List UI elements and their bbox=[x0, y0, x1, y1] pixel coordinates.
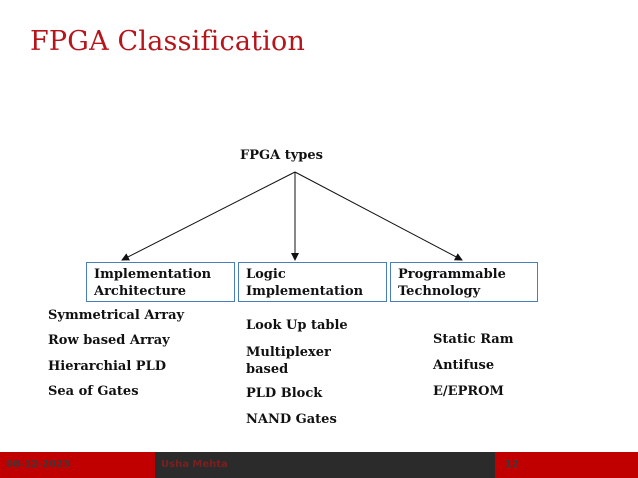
list-item: Hierarchial PLD bbox=[48, 359, 166, 374]
list-item: NAND Gates bbox=[246, 412, 337, 427]
footer-right-band: 12 bbox=[495, 452, 638, 478]
footer-date: 08-12-2023 bbox=[6, 459, 70, 470]
list-item: PLD Block bbox=[246, 386, 323, 401]
footer-left-band: 08-12-2023 bbox=[0, 452, 155, 478]
list-item: Sea of Gates bbox=[48, 384, 139, 399]
slide-footer: 08-12-2023 Usha Mehta 12 bbox=[0, 452, 638, 478]
list-item: Multiplexer based bbox=[246, 345, 331, 377]
arrow-to-implementation-architecture bbox=[121, 171, 296, 261]
node-implementation-architecture: Implementation Architecture bbox=[86, 262, 235, 302]
list-item: Static Ram bbox=[433, 332, 514, 347]
list-item: Symmetrical Array bbox=[48, 308, 185, 323]
list-item: Antifuse bbox=[433, 358, 495, 373]
footer-middle-band: Usha Mehta bbox=[155, 452, 495, 478]
slide-title: FPGA Classification bbox=[30, 26, 306, 57]
footer-author: Usha Mehta bbox=[161, 459, 228, 470]
list-item: E/EPROM bbox=[433, 384, 504, 399]
diagram-root-node: FPGA types bbox=[240, 148, 323, 163]
footer-page-number: 12 bbox=[505, 459, 519, 470]
list-item: Row based Array bbox=[48, 333, 170, 348]
list-item: Look Up table bbox=[246, 318, 348, 333]
arrow-to-programmable-technology bbox=[294, 171, 463, 261]
node-logic-implementation: Logic Implementation bbox=[238, 262, 387, 302]
node-programmable-technology: Programmable Technology bbox=[390, 262, 538, 302]
